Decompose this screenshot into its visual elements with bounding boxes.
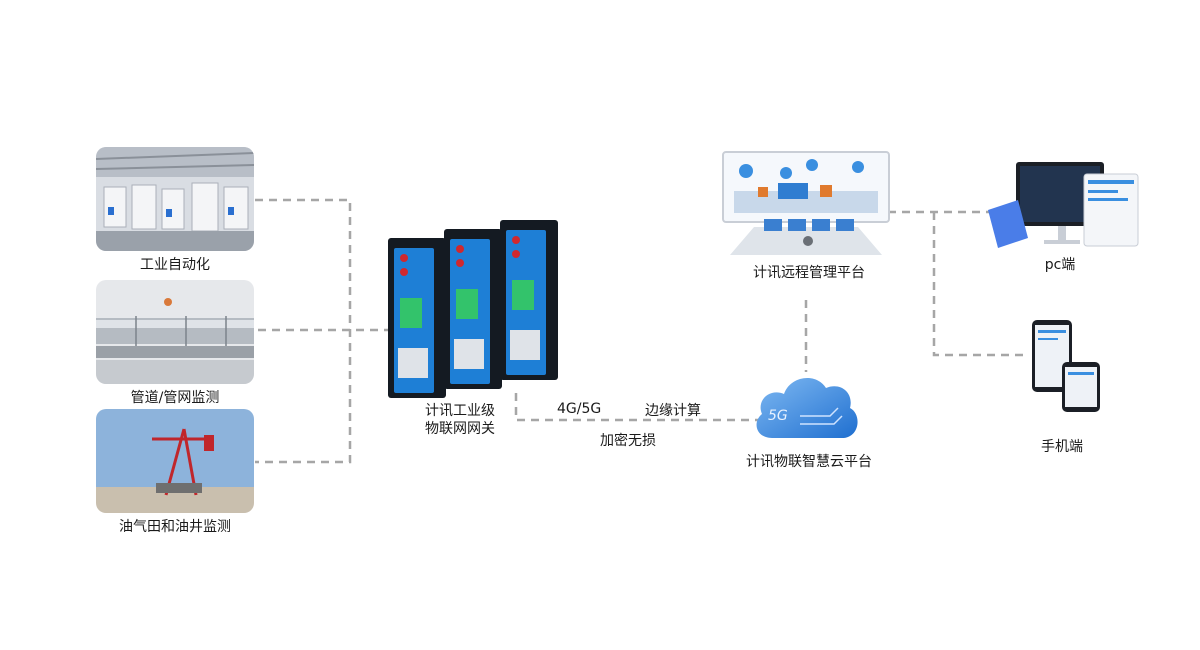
gateway-devices xyxy=(388,220,558,398)
cloud-platform-label: 计讯物联智慧云平台 xyxy=(746,454,872,470)
gateway-unit xyxy=(500,220,558,380)
gateway-label-line1: 计讯工业级 xyxy=(425,403,495,419)
encryption-label: 加密无损 xyxy=(600,433,656,449)
scenario-label-pipeline: 管道/管网监测 xyxy=(130,390,220,406)
cloud-5g-badge: 5G xyxy=(768,408,788,424)
edge-computing-label: 边缘计算 xyxy=(645,403,701,419)
pipeline-photo xyxy=(96,280,254,384)
platform-screen xyxy=(722,151,890,223)
remote-platform-label: 计讯远程管理平台 xyxy=(753,265,865,281)
pc-client-label: pc端 xyxy=(1044,257,1076,273)
mobile-phone-icon xyxy=(1032,320,1100,412)
scenario-label-automation: 工业自动化 xyxy=(140,257,210,273)
cloud-icon: 5G xyxy=(756,377,858,438)
control-desk xyxy=(730,219,882,255)
oil-pump-photo xyxy=(96,409,254,513)
platform-to-mobile-line xyxy=(932,212,1028,357)
gateway-unit xyxy=(388,238,446,398)
gateway-to-cloud-line xyxy=(514,393,760,422)
gateway-label-line2: 物联网网关 xyxy=(425,421,495,437)
network-label: 4G/5G xyxy=(557,401,602,417)
pc-monitor-icon xyxy=(988,162,1139,248)
mobile-client-label: 手机端 xyxy=(1041,439,1083,455)
gateway-label: 计讯工业级 物联网网关 xyxy=(410,402,510,438)
scenario-label-oilfield: 油气田和油井监测 xyxy=(119,519,231,535)
gateway-unit xyxy=(444,229,502,389)
factory-automation-photo xyxy=(96,147,254,251)
